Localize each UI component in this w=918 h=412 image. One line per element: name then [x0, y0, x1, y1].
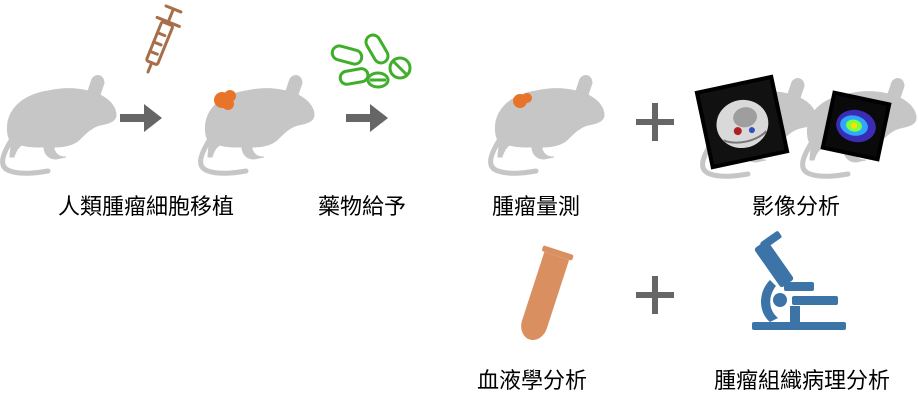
mouse-icon — [3, 76, 116, 174]
mouse-icon — [201, 76, 314, 174]
mouse-icon — [491, 76, 604, 174]
scan-image-icon — [694, 74, 790, 170]
imaging-label: 影像分析 — [751, 195, 841, 220]
plus-icon — [636, 103, 674, 141]
implant-label: 人類腫瘤細胞移植 — [57, 195, 235, 220]
blood-label: 血液學分析 — [476, 369, 588, 394]
pathology-label: 腫瘤組織病理分析 — [713, 369, 891, 394]
syringe-icon — [145, 4, 183, 74]
test-tube-icon — [521, 245, 574, 340]
microscope-icon — [752, 231, 846, 330]
arrow-icon — [346, 104, 388, 132]
tumor-icon — [214, 90, 236, 110]
scan-image-icon — [820, 90, 892, 162]
plus-icon — [636, 276, 674, 314]
pills-icon — [330, 33, 412, 89]
arrow-icon — [120, 104, 162, 132]
measure-label: 腫瘤量測 — [491, 195, 581, 220]
tumor-icon — [513, 93, 532, 108]
drug-label: 藥物給予 — [317, 195, 407, 220]
